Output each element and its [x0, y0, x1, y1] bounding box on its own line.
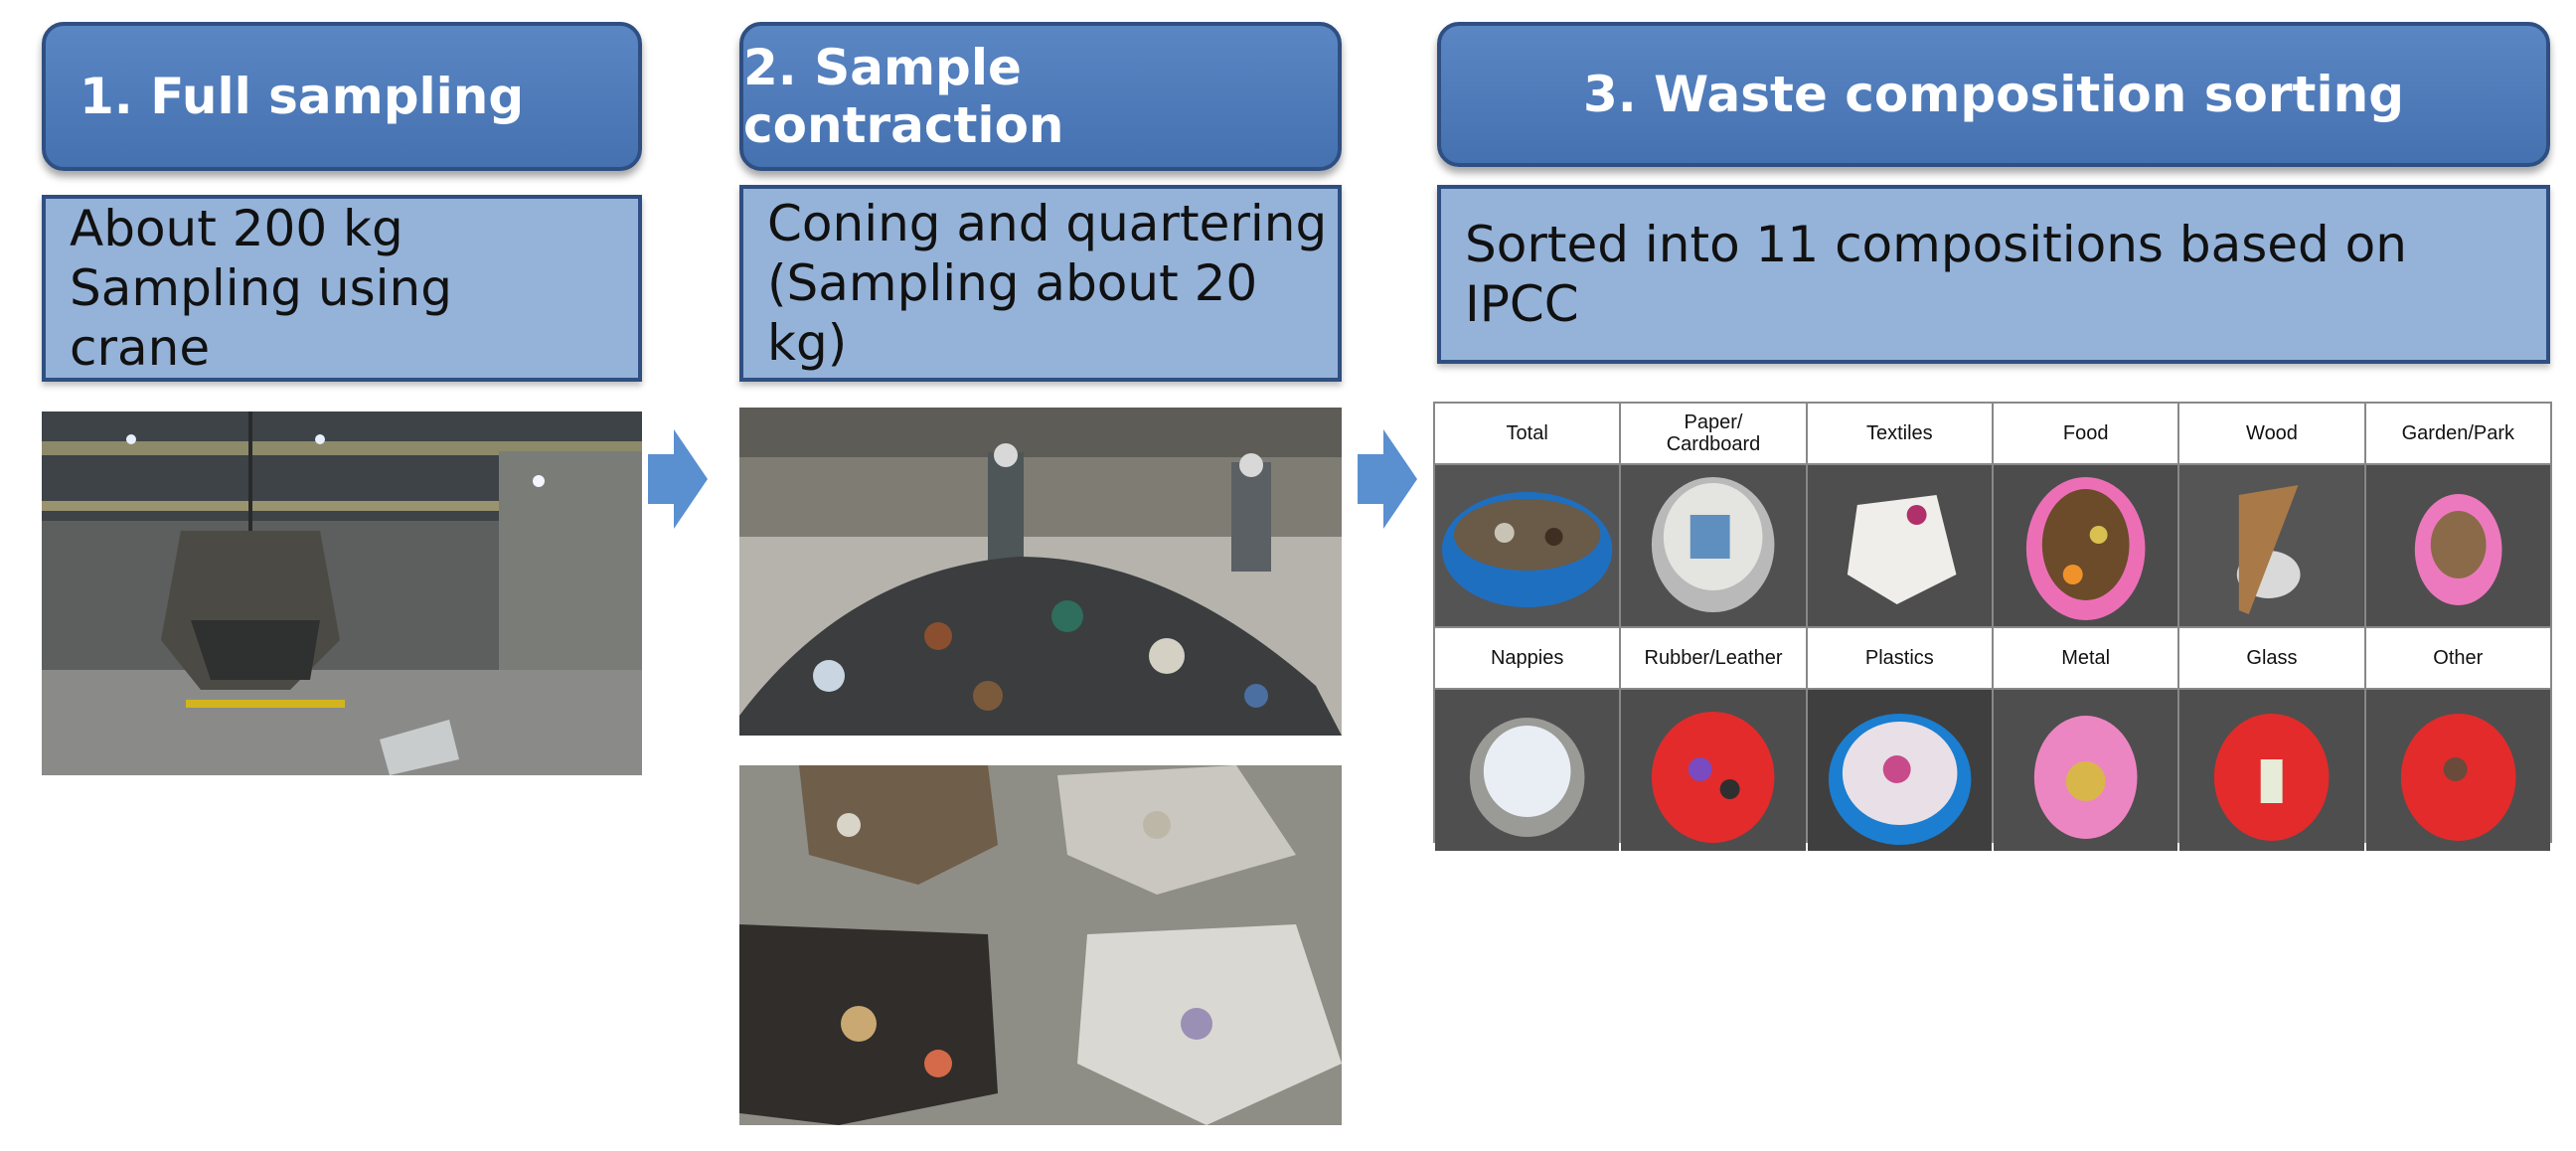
- right-arrow-icon: [648, 429, 708, 529]
- step-3-description: Sorted into 11 compositions based on IPC…: [1437, 185, 2550, 364]
- step-1-description: About 200 kg Sampling using crane: [42, 195, 642, 382]
- step-1-title: 1. Full sampling: [42, 22, 642, 171]
- category-photo-wood: [2179, 465, 2364, 626]
- step-3-title: 3. Waste composition sorting: [1437, 22, 2550, 167]
- category-label: Metal: [1993, 628, 2178, 688]
- category-label: Food: [1993, 404, 2178, 463]
- quartering-photo: [739, 765, 1342, 1125]
- category-photo-plastics: [1807, 690, 1992, 851]
- category-label: Total: [1435, 404, 1620, 463]
- step-1-description-text: About 200 kg Sampling using crane: [70, 200, 452, 377]
- step-3-title-text: 3. Waste composition sorting: [1582, 66, 2404, 123]
- category-photo-paper: [1621, 465, 1806, 626]
- category-label: Paper/ Cardboard: [1621, 404, 1806, 463]
- category-label: Plastics: [1807, 628, 1992, 688]
- category-photo-nappies: [1435, 690, 1620, 851]
- category-photo-textiles: [1807, 465, 1992, 626]
- step-2-description-text: Coning and quartering (Sampling about 20…: [767, 195, 1328, 372]
- category-label: Wood: [2179, 404, 2364, 463]
- category-photo-metal: [1993, 690, 2178, 851]
- step-3-description-text: Sorted into 11 compositions based on IPC…: [1465, 216, 2407, 333]
- crane-photo: [42, 411, 642, 775]
- step-1-title-text: 1. Full sampling: [80, 68, 525, 125]
- composition-grid: Total Paper/ Cardboard Textiles Food Woo…: [1433, 402, 2552, 851]
- category-photo-rubber: [1621, 690, 1806, 851]
- category-photo-total: [1435, 465, 1620, 626]
- category-label: Nappies: [1435, 628, 1620, 688]
- category-photo-other: [2365, 690, 2550, 851]
- category-label: Garden/Park: [2365, 404, 2550, 463]
- right-arrow-icon: [1358, 429, 1417, 529]
- step-2-title-text: 2. Sample contraction: [743, 39, 1064, 154]
- coning-photo: [739, 408, 1342, 736]
- category-label: Textiles: [1807, 404, 1992, 463]
- category-photo-glass: [2179, 690, 2364, 851]
- category-label: Glass: [2179, 628, 2364, 688]
- category-label: Rubber/Leather: [1621, 628, 1806, 688]
- category-photo-garden: [2365, 465, 2550, 626]
- step-2-title: 2. Sample contraction: [739, 22, 1342, 171]
- category-photo-food: [1993, 465, 2178, 626]
- category-label: Other: [2365, 628, 2550, 688]
- step-2-description: Coning and quartering (Sampling about 20…: [739, 185, 1342, 382]
